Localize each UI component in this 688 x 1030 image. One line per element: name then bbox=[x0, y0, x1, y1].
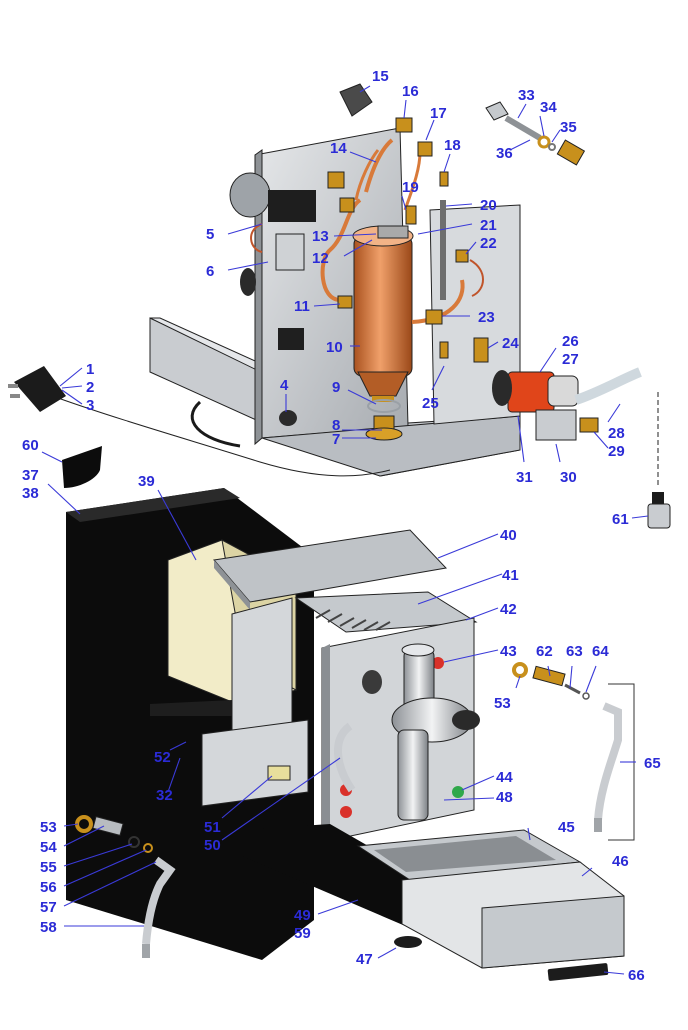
label-26: 26 bbox=[562, 333, 579, 350]
label-19: 19 bbox=[402, 179, 419, 196]
label-66: 66 bbox=[628, 967, 645, 984]
label-54: 54 bbox=[40, 839, 57, 856]
label-24: 24 bbox=[502, 335, 519, 352]
label-32: 32 bbox=[156, 787, 173, 804]
label-4: 4 bbox=[280, 377, 289, 394]
label-63: 63 bbox=[566, 643, 583, 660]
label-55: 55 bbox=[40, 859, 57, 876]
label-16: 16 bbox=[402, 83, 419, 100]
copper-tubing bbox=[250, 138, 484, 324]
callout-labels: 1 2 3 4 5 6 7 8 9 10 11 12 13 14 15 16 1… bbox=[22, 68, 661, 984]
label-27: 27 bbox=[562, 351, 579, 368]
leader-lines bbox=[41, 85, 649, 975]
label-49: 49 bbox=[294, 907, 311, 924]
label-25: 25 bbox=[422, 395, 439, 412]
label-22: 22 bbox=[480, 235, 497, 252]
label-47: 47 bbox=[356, 951, 373, 968]
drip-tray bbox=[242, 824, 625, 969]
label-62: 62 bbox=[536, 643, 553, 660]
label-36: 36 bbox=[496, 145, 513, 162]
label-8: 8 bbox=[332, 417, 340, 434]
label-61: 61 bbox=[612, 511, 629, 528]
label-33: 33 bbox=[518, 87, 535, 104]
label-9: 9 bbox=[332, 379, 340, 396]
label-52: 52 bbox=[154, 749, 171, 766]
label-53-left: 53 bbox=[40, 819, 57, 836]
cup-tray bbox=[213, 529, 448, 610]
label-34: 34 bbox=[540, 99, 557, 116]
label-38: 38 bbox=[22, 485, 39, 502]
label-35: 35 bbox=[560, 119, 577, 136]
pump bbox=[492, 367, 642, 441]
label-45: 45 bbox=[558, 819, 575, 836]
label-14: 14 bbox=[330, 140, 347, 157]
label-13: 13 bbox=[312, 228, 329, 245]
top-cover bbox=[294, 591, 478, 633]
label-50: 50 bbox=[204, 837, 221, 854]
label-44: 44 bbox=[496, 769, 513, 786]
part-60 bbox=[62, 446, 102, 488]
label-53-right: 53 bbox=[494, 695, 511, 712]
label-64: 64 bbox=[592, 643, 609, 660]
label-46: 46 bbox=[612, 853, 629, 870]
label-30: 30 bbox=[560, 469, 577, 486]
label-5: 5 bbox=[206, 226, 214, 243]
label-11: 11 bbox=[294, 298, 310, 315]
label-59: 59 bbox=[294, 925, 311, 942]
label-21: 21 bbox=[480, 217, 497, 234]
label-18: 18 bbox=[444, 137, 461, 154]
label-65: 65 bbox=[644, 755, 661, 772]
steam-wand-right bbox=[512, 662, 635, 841]
label-57: 57 bbox=[40, 899, 57, 916]
label-58: 58 bbox=[40, 919, 57, 936]
group-head bbox=[391, 643, 480, 821]
steam-valve-parts bbox=[485, 101, 586, 166]
label-12: 12 bbox=[312, 250, 329, 267]
label-20: 20 bbox=[480, 197, 497, 214]
label-17: 17 bbox=[430, 105, 447, 122]
label-43: 43 bbox=[500, 643, 517, 660]
label-60: 60 bbox=[22, 437, 39, 454]
label-15: 15 bbox=[372, 68, 389, 85]
filter-61 bbox=[647, 392, 671, 529]
label-51: 51 bbox=[204, 819, 221, 836]
label-40: 40 bbox=[500, 527, 517, 544]
label-2: 2 bbox=[86, 379, 94, 396]
label-37: 37 bbox=[22, 467, 39, 484]
power-cord bbox=[8, 366, 391, 477]
label-23: 23 bbox=[478, 309, 495, 326]
label-56: 56 bbox=[40, 879, 57, 896]
label-10: 10 bbox=[326, 339, 343, 356]
label-42: 42 bbox=[500, 601, 517, 618]
label-6: 6 bbox=[206, 263, 214, 280]
feet-and-knob bbox=[394, 936, 609, 981]
label-29: 29 bbox=[608, 443, 625, 460]
label-39: 39 bbox=[138, 473, 155, 490]
label-28: 28 bbox=[608, 425, 625, 442]
label-48: 48 bbox=[496, 789, 513, 806]
label-3: 3 bbox=[86, 397, 94, 414]
label-41: 41 bbox=[502, 567, 519, 584]
inner-panels bbox=[150, 597, 309, 807]
label-1: 1 bbox=[86, 361, 94, 378]
side-components bbox=[229, 83, 373, 426]
brass-fittings bbox=[327, 117, 489, 363]
label-7: 7 bbox=[332, 431, 340, 448]
label-31: 31 bbox=[516, 469, 533, 486]
